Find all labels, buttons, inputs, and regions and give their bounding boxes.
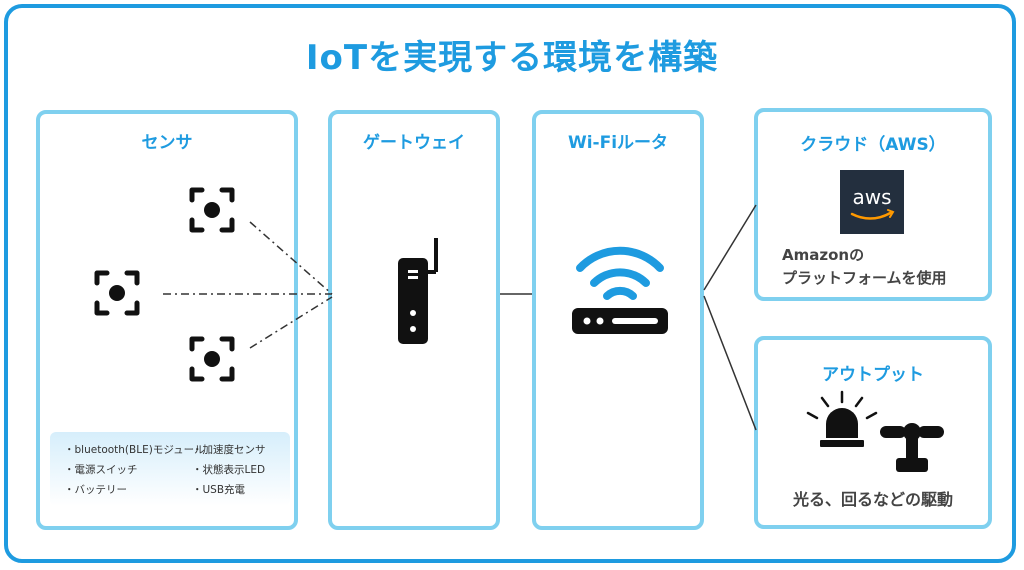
sensor-icon xyxy=(192,339,232,379)
feature-item: ・バッテリー xyxy=(64,484,127,496)
feature-item: ・bluetooth(BLE)モジュール xyxy=(64,444,205,456)
sensor-icon xyxy=(192,190,232,230)
feature-item: ・加速度センサ xyxy=(192,444,266,456)
sensor-feature-box: ・bluetooth(BLE)モジュール ・加速度センサ ・電源スイッチ ・状態… xyxy=(50,432,290,506)
signal-lines xyxy=(163,221,333,349)
cloud-caption-line2: プラットフォームを使用 xyxy=(782,269,947,287)
sensor-panel: センサ ・bluetooth(BLE)モジュール ・加速度センサ ・電源スイッチ… xyxy=(36,110,298,530)
gateway-panel: ゲートウェイ xyxy=(328,110,500,530)
gateway-device-icon xyxy=(398,238,438,344)
gateway-title: ゲートウェイ xyxy=(363,133,465,153)
connector-line xyxy=(703,204,757,291)
sensor-title: センサ xyxy=(141,133,193,153)
output-title: アウトプット xyxy=(822,365,924,385)
valve-icon xyxy=(880,423,944,472)
cloud-caption-line1: Amazonの xyxy=(782,246,865,264)
output-caption: 光る、回るなどの駆動 xyxy=(792,490,953,509)
router-title: Wi-Fiルータ xyxy=(567,133,669,153)
svg-text:aws: aws xyxy=(852,185,891,209)
output-panel: アウトプット 光る、回るなどの駆動 xyxy=(754,336,992,529)
siren-icon xyxy=(806,390,878,447)
feature-item: ・USB充電 xyxy=(192,484,246,496)
sensor-icon xyxy=(97,273,137,313)
connector-line xyxy=(703,295,757,431)
aws-logo: aws xyxy=(840,170,904,234)
feature-item: ・電源スイッチ xyxy=(64,464,138,476)
wifi-router-icon xyxy=(572,246,668,334)
feature-item: ・状態表示LED xyxy=(192,464,266,476)
cloud-title: クラウド（AWS） xyxy=(800,135,946,155)
page-title: IoTを実現する環境を構築 xyxy=(305,38,719,78)
